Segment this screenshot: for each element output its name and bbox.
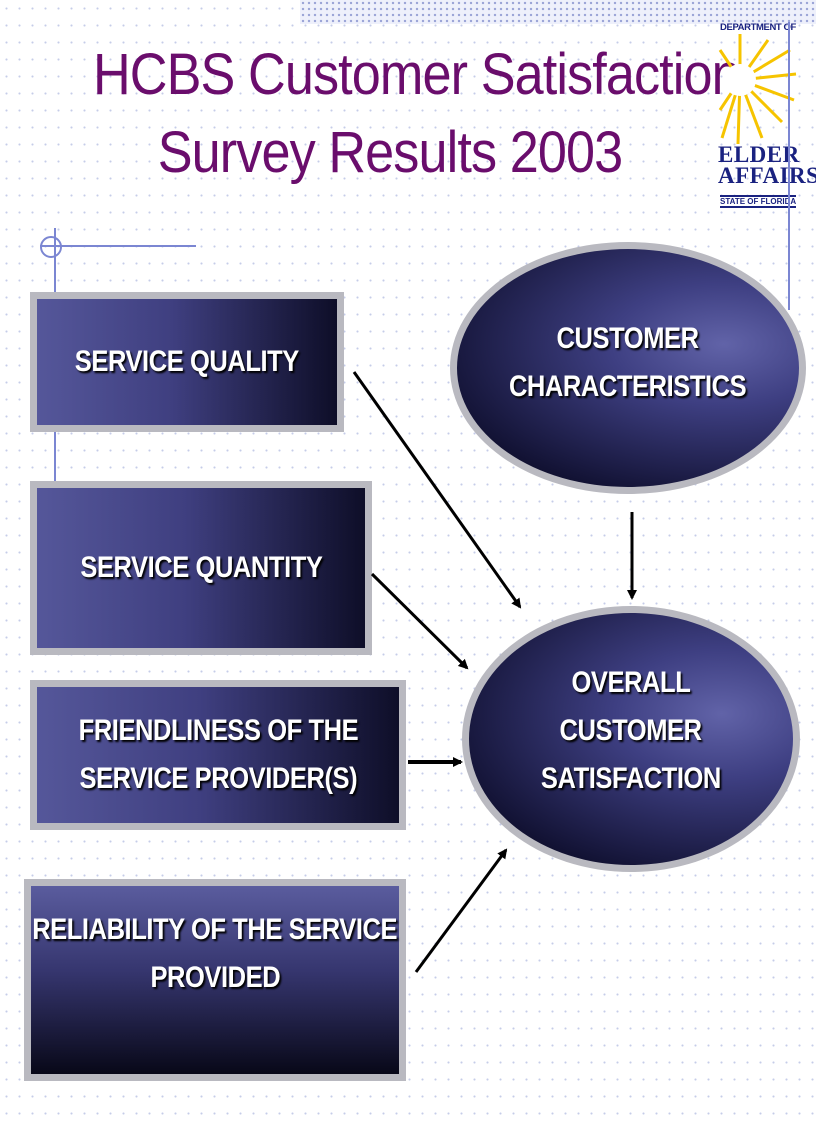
decorative-line bbox=[40, 245, 196, 247]
customer-characteristics-line-2: CHARACTERISTICS bbox=[509, 370, 747, 403]
customer-characteristics-ellipse: CUSTOMER CHARACTERISTICS bbox=[450, 242, 806, 494]
reliability-label-line-1: RELIABILITY OF THE SERVICE bbox=[32, 913, 398, 946]
service-quantity-label: SERVICE QUANTITY bbox=[79, 551, 323, 584]
logo-top-text: DEPARTMENT OF bbox=[720, 22, 796, 33]
page-title: HCBS Customer Satisfaction Survey Result… bbox=[93, 36, 741, 192]
friendliness-box: FRIENDLINESS OF THE SERVICE PROVIDER(S) bbox=[30, 680, 406, 830]
friendliness-label-line-2: SERVICE PROVIDER(S) bbox=[79, 762, 357, 795]
overall-satisfaction-line-2: CUSTOMER bbox=[559, 714, 703, 747]
friendliness-label-line-1: FRIENDLINESS OF THE bbox=[78, 714, 358, 747]
service-quality-box: SERVICE QUALITY bbox=[30, 292, 344, 432]
overall-satisfaction-line-3: SATISFACTION bbox=[540, 762, 722, 795]
title-line-2: Survey Results 2003 bbox=[157, 120, 623, 185]
arrow-reliability-to-satisfaction bbox=[414, 848, 508, 973]
overall-satisfaction-ellipse: OVERALL CUSTOMER SATISFACTION bbox=[462, 606, 800, 872]
logo-main-line-2: AFFAIRS bbox=[718, 163, 816, 188]
logo-main-line-1: ELDER bbox=[718, 142, 800, 167]
decorative-circle bbox=[40, 236, 62, 258]
overall-satisfaction-line-1: OVERALL bbox=[571, 666, 691, 699]
elder-affairs-logo: DEPARTMENT OF ELDER AFFAIRS STATE OF FLO… bbox=[718, 22, 816, 212]
title-line-1: HCBS Customer Satisfaction bbox=[93, 42, 741, 107]
service-quantity-box: SERVICE QUANTITY bbox=[30, 481, 372, 655]
arrow-quantity-to-satisfaction bbox=[370, 572, 469, 670]
reliability-box: RELIABILITY OF THE SERVICE PROVIDED bbox=[24, 879, 406, 1081]
top-dotted-strip bbox=[300, 0, 816, 24]
sun-icon bbox=[718, 34, 797, 145]
logo-main-text: ELDER AFFAIRS bbox=[718, 142, 816, 188]
arrow-quality-to-satisfaction bbox=[352, 371, 522, 609]
service-quality-label: SERVICE QUALITY bbox=[74, 345, 300, 378]
logo-bottom-text: STATE OF FLORIDA bbox=[720, 195, 797, 208]
decorative-line bbox=[788, 22, 790, 310]
reliability-label-line-2: PROVIDED bbox=[150, 961, 280, 994]
customer-characteristics-line-1: CUSTOMER bbox=[556, 322, 700, 355]
